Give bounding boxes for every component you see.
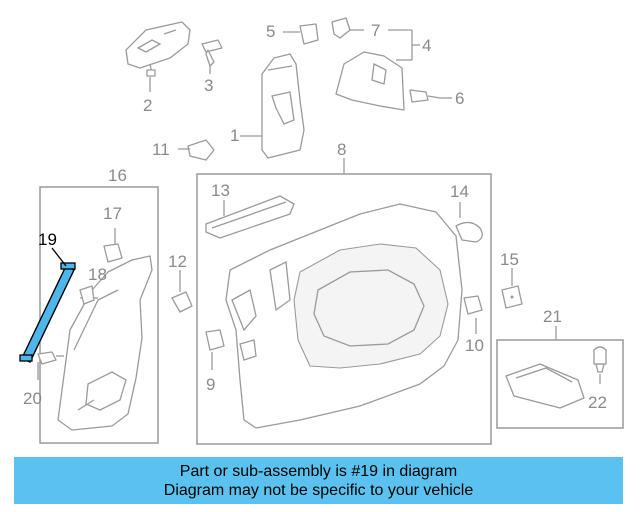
part-18-clip[interactable] bbox=[79, 285, 95, 305]
part-19-weatherstrip[interactable] bbox=[19, 262, 76, 363]
part-14-cap[interactable] bbox=[455, 221, 483, 243]
part-21-lamp[interactable] bbox=[505, 363, 585, 409]
part-17-clip[interactable] bbox=[103, 243, 123, 263]
part-1-pillar-trim[interactable] bbox=[261, 53, 305, 159]
callout-15: 15 bbox=[500, 250, 519, 269]
part-11-screw[interactable] bbox=[187, 139, 215, 161]
callout-11: 11 bbox=[152, 140, 170, 159]
callout-17: 17 bbox=[103, 204, 122, 223]
callout-20: 20 bbox=[23, 389, 42, 408]
part-16-quarter-trim[interactable] bbox=[57, 255, 153, 431]
part-22-bulb[interactable] bbox=[593, 346, 607, 373]
part-20-clip[interactable] bbox=[37, 351, 64, 365]
callout-19: 19 bbox=[38, 230, 57, 249]
banner-line-2: Diagram may not be specific to your vehi… bbox=[163, 481, 474, 499]
part-3-clip[interactable] bbox=[201, 39, 223, 67]
callout-16: 16 bbox=[108, 166, 127, 185]
group-box-21 bbox=[496, 339, 624, 429]
part-7-clip[interactable] bbox=[331, 17, 351, 39]
callout-19-leader bbox=[51, 247, 67, 267]
callout-10: 10 bbox=[465, 336, 484, 355]
part-10-clip[interactable] bbox=[463, 295, 483, 315]
callout-18: 18 bbox=[88, 265, 107, 284]
part-6-screw[interactable] bbox=[409, 89, 441, 103]
callout-21: 21 bbox=[543, 307, 562, 326]
callout-14: 14 bbox=[450, 182, 469, 201]
callout-3: 3 bbox=[204, 76, 213, 95]
part-8-quarter-panel[interactable] bbox=[225, 203, 463, 429]
part-5-clip[interactable] bbox=[299, 23, 319, 45]
part-13-pad[interactable] bbox=[205, 195, 295, 239]
callout-8: 8 bbox=[337, 140, 346, 159]
part-15-bracket[interactable] bbox=[501, 285, 523, 309]
callout-22: 22 bbox=[588, 393, 607, 412]
callout-6: 6 bbox=[455, 89, 464, 108]
part-12-pushpin[interactable] bbox=[171, 284, 193, 313]
info-banner: Part or sub-assembly is #19 in diagram D… bbox=[14, 457, 623, 504]
callout-12: 12 bbox=[168, 252, 187, 271]
part-2-bracket[interactable] bbox=[125, 21, 191, 77]
banner-line-1: Part or sub-assembly is #19 in diagram bbox=[179, 462, 458, 480]
callout-1: 1 bbox=[230, 126, 239, 145]
callout-7: 7 bbox=[371, 21, 380, 40]
part-9-clip[interactable] bbox=[205, 329, 225, 351]
callout-5: 5 bbox=[266, 22, 275, 41]
part-4-trim[interactable] bbox=[335, 51, 405, 111]
callout-13: 13 bbox=[211, 181, 230, 200]
group-box-16 bbox=[39, 186, 159, 444]
callout-2: 2 bbox=[143, 96, 152, 115]
callout-9: 9 bbox=[206, 375, 215, 394]
callout-4: 4 bbox=[422, 36, 431, 55]
